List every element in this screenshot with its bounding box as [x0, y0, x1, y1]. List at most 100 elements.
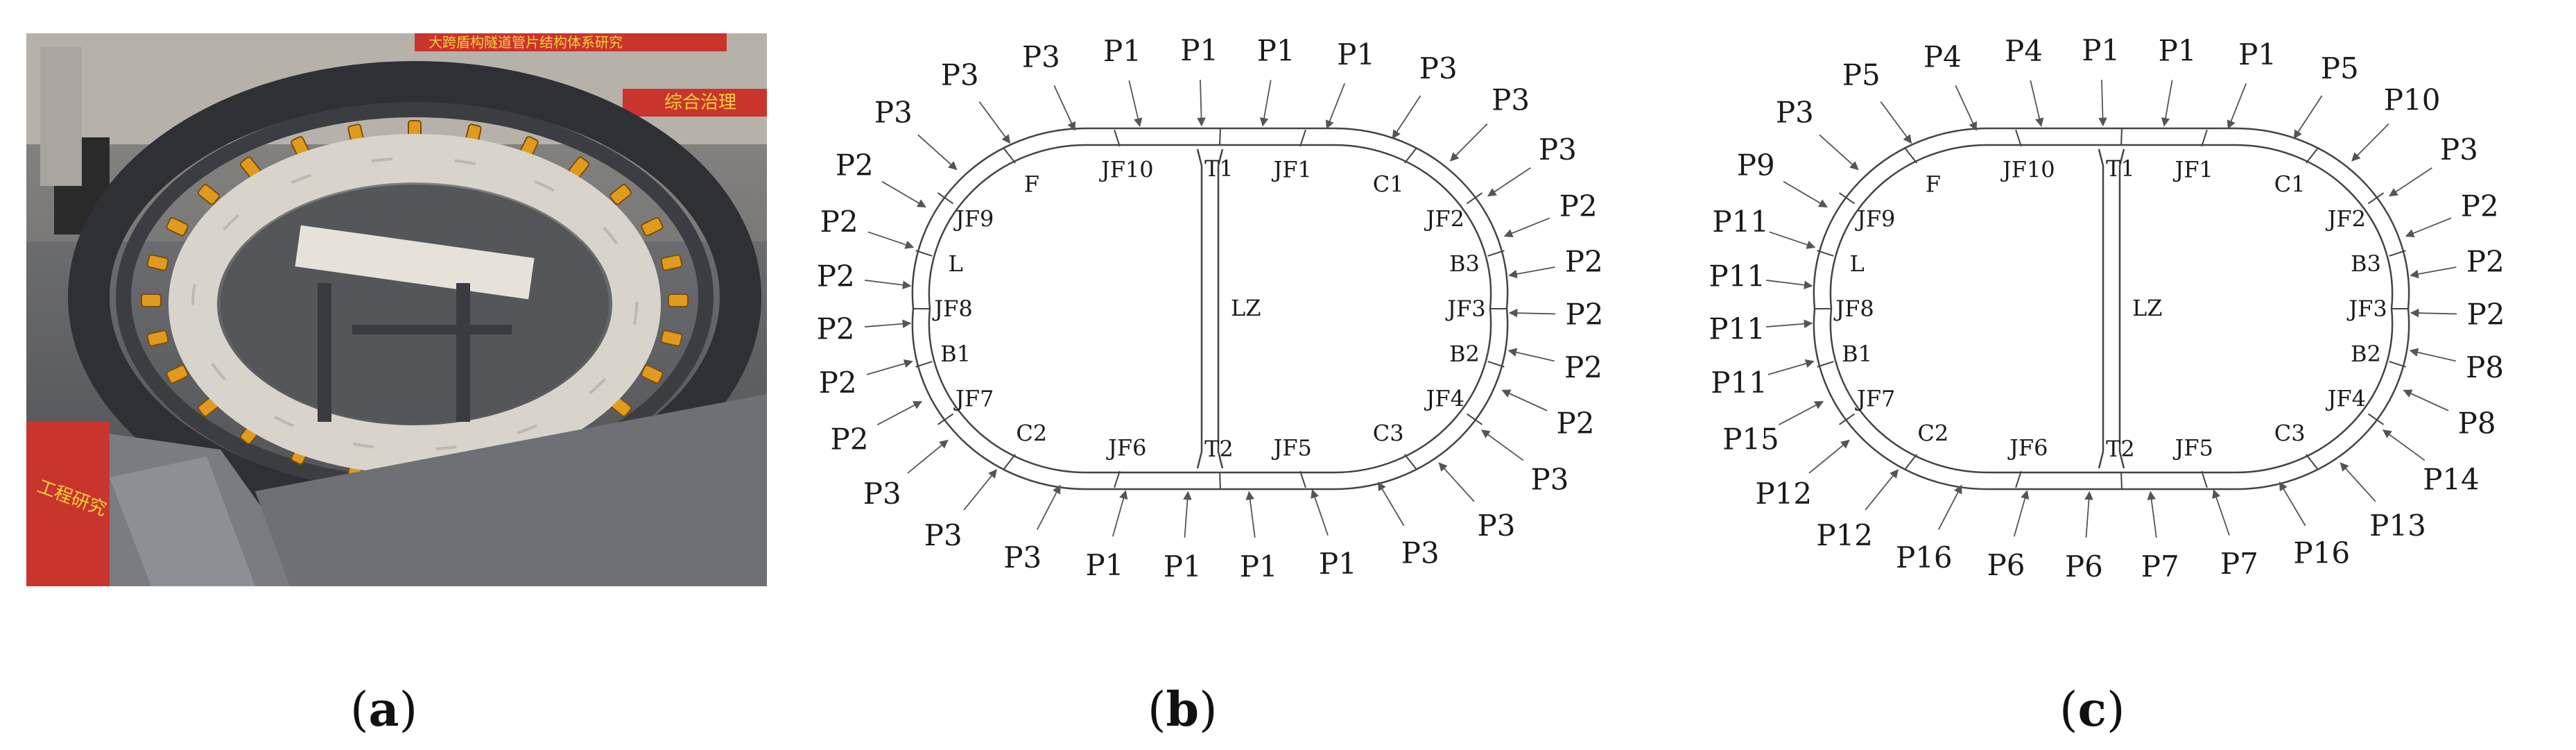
load-label: P3	[874, 95, 913, 129]
joint-label-b1: B1	[1842, 341, 1872, 367]
load-label: P4	[2005, 34, 2043, 68]
load-arrow	[1438, 462, 1475, 502]
load-arrow	[2212, 489, 2230, 536]
load-arrow	[1377, 481, 1405, 527]
load-arrow	[1819, 134, 1859, 171]
joint-label-jf5: JF5	[2173, 434, 2213, 461]
load-label: P2	[819, 366, 857, 400]
load-label: P2	[1557, 407, 1595, 441]
joint-label-lz: LZ	[2132, 295, 2162, 321]
load-arrow	[2293, 95, 2323, 139]
load-label: P1	[1257, 33, 1295, 67]
load-label: P12	[1755, 477, 1812, 511]
joint-label-c3: C3	[2274, 420, 2306, 447]
load-arrow	[1245, 491, 1256, 538]
joint-label-l: L	[948, 250, 962, 277]
load-label: P2	[1566, 297, 1604, 331]
load-label: P1	[1085, 548, 1123, 582]
load-label: P1	[1337, 37, 1375, 71]
joint-tick	[1114, 470, 1121, 488]
load-label: P6	[1987, 548, 2025, 582]
joint-label-jf6: JF6	[1106, 434, 1146, 461]
jack	[141, 293, 162, 307]
load-label: P15	[1722, 422, 1779, 456]
load-label: P2	[2467, 297, 2505, 331]
joint-label-c2: C2	[1917, 420, 1948, 447]
load-arrow	[1865, 469, 1899, 511]
joint-label-jf9: JF9	[953, 205, 994, 232]
joint-tick	[2120, 128, 2123, 146]
load-arrow	[2405, 217, 2452, 238]
joint-tick	[1817, 250, 1834, 257]
load-arrow	[2340, 462, 2376, 502]
load-label: P2	[1564, 350, 1602, 384]
banner-right	[623, 89, 767, 117]
load-label: P1	[2082, 33, 2120, 67]
joint-label-t2: T2	[2106, 436, 2135, 462]
joint-label-lz: LZ	[1231, 295, 1261, 321]
load-arrow	[1766, 280, 1813, 289]
jack	[660, 330, 683, 347]
load-label: P1	[1180, 33, 1218, 67]
load-arrow	[865, 280, 912, 289]
load-label: P2	[830, 422, 868, 456]
joint-label-l: L	[1849, 250, 1864, 277]
joint-tick	[2120, 472, 2123, 490]
joint-label-jf7: JF7	[1855, 386, 1895, 412]
center-column	[2098, 148, 2125, 469]
load-label: P3	[2440, 133, 2478, 167]
jack	[641, 364, 664, 384]
load-label: P3	[924, 518, 962, 552]
load-arrow	[2403, 389, 2449, 411]
joint-tick	[1838, 413, 1856, 425]
load-arrow	[1508, 308, 1556, 318]
load-label: P3	[1530, 462, 1568, 496]
load-arrow	[1955, 85, 1978, 131]
jack	[660, 254, 683, 271]
load-arrow	[1112, 490, 1128, 537]
load-label: P2	[2461, 189, 2499, 223]
load-arrow	[1765, 319, 1813, 329]
svg-text:综合治理: 综合治理	[664, 92, 736, 113]
jack	[197, 184, 220, 205]
caption-b: (b)	[1148, 682, 1218, 738]
load-label: P5	[2321, 51, 2359, 85]
jack	[641, 216, 664, 237]
load-arrow	[2382, 429, 2426, 461]
joint-tick	[1299, 129, 1306, 147]
joint-label-jf2: JF2	[2326, 205, 2366, 232]
load-label: P3	[1401, 536, 1440, 570]
joint-tick	[2015, 129, 2022, 147]
joint-tick	[937, 192, 954, 205]
joint-tick	[2306, 148, 2319, 164]
caption-c: (c)	[2059, 682, 2125, 738]
joint-label-f: F	[1024, 171, 1039, 197]
load-label: P2	[1559, 189, 1598, 223]
load-arrow	[1487, 167, 1531, 197]
load-arrow	[1508, 266, 1555, 279]
load-label: P8	[2458, 407, 2496, 441]
joint-tick	[2015, 470, 2022, 488]
load-arrow	[1053, 85, 1076, 131]
load-arrow	[2351, 123, 2389, 162]
jack	[166, 364, 189, 384]
load-label: P16	[1896, 540, 1953, 574]
load-label: P3	[1003, 540, 1041, 574]
joint-label-jf8: JF8	[1833, 296, 1874, 322]
joint-tick	[1404, 454, 1417, 470]
joint-label-jf8: JF8	[932, 296, 972, 322]
joint-tick	[1114, 129, 1121, 147]
load-label: P3	[1776, 95, 1814, 129]
joint-tick	[1487, 361, 1505, 368]
joint-tick	[1299, 470, 1306, 488]
jack	[146, 330, 169, 347]
banner-top	[415, 33, 727, 51]
load-arrow	[2227, 83, 2247, 130]
joint-label-b3: B3	[1449, 250, 1480, 277]
joint-tick	[2201, 470, 2208, 488]
load-arrow	[881, 180, 926, 208]
ring-outer	[1813, 127, 2410, 491]
load-arrow	[2013, 490, 2030, 537]
joint-label-jf1: JF1	[1272, 157, 1312, 183]
